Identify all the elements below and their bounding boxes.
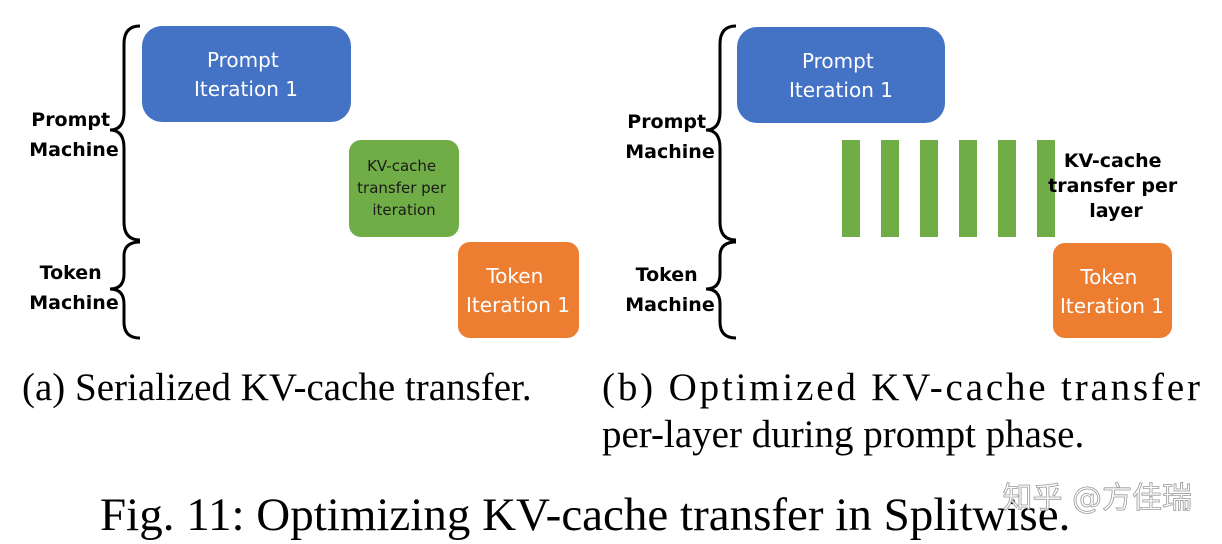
kv-transfer-bar — [920, 140, 938, 237]
kv-transfer-bars — [842, 140, 1055, 237]
panel-b-caption-line: per-layer during prompt phase. — [602, 413, 1084, 456]
token-iteration-label: Token Iteration 1 — [1060, 265, 1164, 318]
token-iteration-label-line: Token — [1079, 265, 1137, 289]
figure-caption: Fig. 11: Optimizing KV-cache transfer in… — [100, 489, 1070, 541]
token-machine-label: Token Machine — [625, 264, 714, 316]
kv-transfer-box — [349, 140, 459, 237]
prompt-machine-label: Prompt Machine — [625, 111, 714, 163]
panel-b-caption-line: (b) Optimized KV-cache transfer — [602, 366, 1200, 409]
kv-transfer-layer-label: KV-cache transfer per layer — [1048, 150, 1184, 222]
prompt-iteration-label-line: Prompt — [207, 48, 279, 72]
token-iteration-label-line: Token — [485, 264, 543, 288]
token-machine-brace — [705, 240, 737, 340]
prompt-machine-label-line: Machine — [29, 139, 118, 161]
panel-b: Prompt Machine Token Machine Prompt Iter… — [602, 24, 1213, 456]
token-machine-label: Token Machine — [29, 262, 118, 314]
token-iteration-label-line: Iteration 1 — [1060, 294, 1164, 318]
kv-transfer-layer-label-line: KV-cache — [1064, 150, 1162, 172]
token-iteration-label-line: Iteration 1 — [466, 293, 570, 317]
panel-b-caption: (b) Optimized KV-cache transfer per-laye… — [602, 366, 1213, 456]
prompt-machine-brace — [109, 24, 141, 242]
panel-a-caption: (a) Serialized KV-cache transfer. — [22, 366, 532, 409]
kv-transfer-label-line: KV-cache — [367, 157, 436, 175]
token-machine-label-line: Machine — [29, 292, 118, 314]
kv-transfer-layer-label-line: transfer per — [1048, 175, 1178, 197]
prompt-iteration-label: Prompt Iteration 1 — [194, 48, 298, 101]
kv-transfer-bar — [959, 140, 977, 237]
kv-transfer-bar — [998, 140, 1016, 237]
prompt-machine-label-line: Prompt — [627, 111, 706, 133]
kv-transfer-bar — [881, 140, 899, 237]
token-iteration-box — [1053, 243, 1172, 338]
kv-transfer-bar — [1037, 140, 1055, 237]
token-machine-label-line: Machine — [625, 294, 714, 316]
kv-transfer-bar — [842, 140, 860, 237]
token-machine-brace — [109, 240, 141, 340]
prompt-iteration-label-line: Iteration 1 — [789, 78, 893, 102]
token-machine-label-line: Token — [636, 264, 698, 286]
prompt-machine-brace — [705, 24, 737, 242]
prompt-machine-label: Prompt Machine — [29, 109, 118, 161]
kv-transfer-layer-label-line: layer — [1089, 200, 1143, 222]
watermark: 知乎 @方佳瑞 — [1002, 481, 1192, 516]
prompt-machine-label-line: Prompt — [31, 109, 110, 131]
prompt-machine-label-line: Machine — [625, 141, 714, 163]
token-machine-label-line: Token — [40, 262, 102, 284]
prompt-iteration-box — [142, 26, 351, 122]
panel-a: Prompt Machine Token Machine Prompt Iter… — [22, 24, 579, 409]
prompt-iteration-label-line: Iteration 1 — [194, 77, 298, 101]
kv-transfer-label-line: iteration — [372, 201, 435, 219]
prompt-iteration-box — [737, 27, 945, 123]
token-iteration-box — [458, 242, 579, 338]
kv-transfer-label-line: transfer per — [357, 179, 447, 197]
token-iteration-label: Token Iteration 1 — [466, 264, 570, 317]
kv-transfer-label: KV-cache transfer per iteration — [357, 157, 451, 219]
prompt-iteration-label-line: Prompt — [802, 49, 874, 73]
prompt-iteration-label: Prompt Iteration 1 — [789, 49, 893, 102]
